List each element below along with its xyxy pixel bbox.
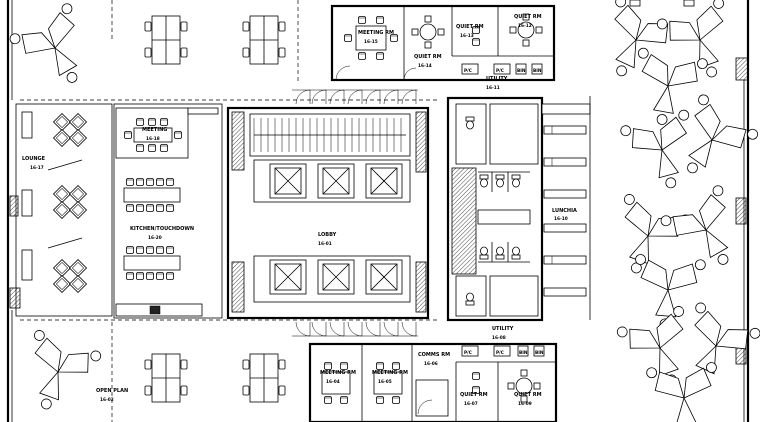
desk-cluster	[144, 353, 188, 403]
pod-workstations-top-left	[7, 1, 106, 100]
room-name-meeting-top: MEETING RM	[358, 30, 394, 36]
desk-cluster	[144, 15, 188, 65]
room-id-quiet-top-a: 16-14	[418, 63, 432, 69]
room-name-comms: COMMS RM	[418, 352, 450, 358]
facade-column	[735, 57, 749, 81]
equipment-tags: P/C P/C BIN BIN P/C P/C BIN BIN	[464, 68, 544, 356]
lounge-seating	[53, 113, 87, 293]
room-id-lounge: 16-17	[30, 165, 44, 171]
room-id-kitchen: 16-20	[148, 235, 162, 241]
room-labels: LOUNGE 16-17 MEETING 16-18 KITCHEN/TOUCH…	[22, 14, 577, 407]
toilet-core	[446, 96, 544, 322]
pc-tag: P/C	[496, 350, 504, 356]
quiet-room-chairs	[472, 372, 480, 394]
lounge-sofa	[21, 249, 33, 281]
room-id-meeting-bot-b: 16-05	[378, 379, 392, 385]
lifts-top	[253, 159, 411, 203]
facade-column	[735, 197, 747, 225]
lounge-sofa	[21, 111, 33, 139]
room-name-open-plan: OPEN PLAN	[96, 388, 128, 394]
meeting-table-bottom-b	[373, 362, 403, 404]
pc-tag: P/C	[464, 68, 472, 74]
staircase	[249, 113, 411, 157]
room-id-quiet-top-c: 16-12	[518, 23, 532, 29]
top-rooms-block	[330, 4, 556, 82]
room-name-lobby: LOBBY	[318, 232, 337, 238]
room-id-open-plan: 16-02	[100, 397, 114, 403]
bin-tag: BIN	[517, 68, 526, 74]
lunchia-benches	[543, 125, 587, 297]
comms-rack	[415, 379, 449, 417]
room-id-quiet-bot-b: 16-09	[518, 401, 532, 407]
room-id-utility-bottom: 16-08	[492, 335, 506, 341]
room-id-quiet-top-b: 16-13	[460, 33, 474, 39]
room-name-lounge: LOUNGE	[22, 156, 46, 162]
room-name-utility-bottom: UTILITY	[492, 326, 514, 332]
room-name-utility-top: UTILITY	[486, 76, 508, 82]
room-name-meeting-left: MEETING	[142, 127, 167, 133]
desk-cluster	[242, 15, 286, 65]
bin-tag: BIN	[519, 350, 528, 356]
meeting-table-top	[344, 16, 398, 60]
core	[226, 106, 430, 320]
kitchen-bench-table	[123, 246, 181, 280]
lobby-doors	[295, 89, 417, 337]
room-id-lobby: 16-01	[318, 241, 332, 247]
desk-cluster	[242, 353, 286, 403]
bin-tag: BIN	[533, 68, 542, 74]
room-id-lunchia: 16-10	[554, 216, 568, 222]
room-name-quiet-top-c: QUIET RM	[514, 14, 542, 20]
room-name-kitchen: KITCHEN/TOUCHDOWN	[130, 226, 194, 232]
room-id-meeting-top: 16-15	[364, 39, 378, 45]
meeting-table-left	[124, 118, 182, 152]
bin-tag: BIN	[535, 350, 544, 356]
kitchen-bench-table	[123, 178, 181, 212]
facade-column	[9, 287, 21, 309]
room-id-comms: 16-06	[424, 361, 438, 367]
room-name-meeting-bot-b: MEETING RM	[372, 370, 408, 376]
room-id-meeting-left: 16-18	[146, 136, 160, 142]
facade-column	[9, 195, 19, 217]
room-name-quiet-bot-b: QUIET RM	[514, 392, 542, 398]
room-name-quiet-bot-a: QUIET RM	[460, 392, 488, 398]
room-name-quiet-top-b: QUIET RM	[456, 24, 484, 30]
room-id-meeting-bot-a: 16-04	[326, 379, 340, 385]
meeting-table-bottom-a	[321, 362, 351, 404]
room-id-quiet-bot-a: 16-07	[464, 401, 478, 407]
pc-tag: P/C	[496, 68, 504, 74]
quiet-room-table	[411, 15, 445, 49]
room-name-quiet-top-a: QUIET RM	[414, 54, 442, 60]
lifts-bottom	[253, 255, 411, 303]
pod-workstations-bottom-left	[11, 328, 103, 422]
lounge-sofa	[21, 189, 33, 217]
room-name-lunchia: LUNCHIA	[552, 208, 577, 214]
pc-tag: P/C	[464, 350, 472, 356]
room-id-utility-top: 16-11	[486, 85, 500, 91]
bottom-rooms-block	[308, 342, 558, 422]
pod-workstations-right	[587, 0, 760, 422]
room-name-meeting-bot-a: MEETING RM	[320, 370, 356, 376]
